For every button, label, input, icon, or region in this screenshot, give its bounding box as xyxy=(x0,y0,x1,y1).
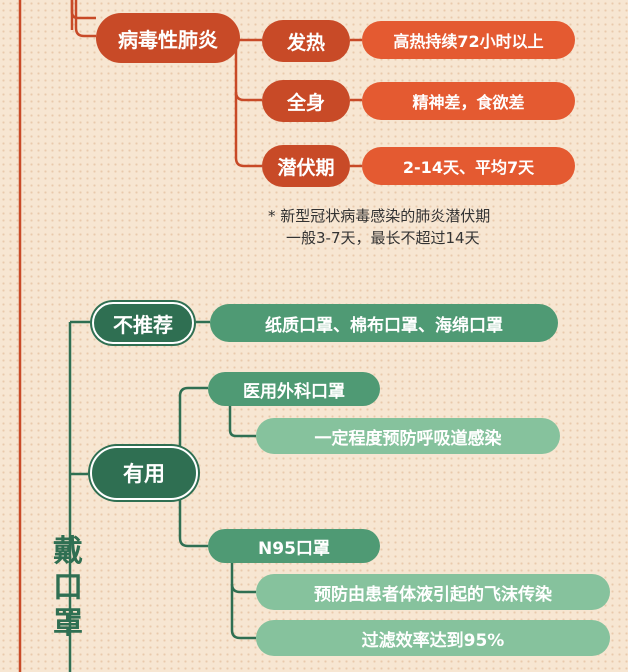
note-line-2: 一般3-7天，最长不超过14天 xyxy=(286,229,480,247)
whole-body-node: 全身 xyxy=(262,80,350,122)
not-recommended-detail: 纸质口罩、棉布口罩、海绵口罩 xyxy=(210,304,558,342)
surgical-mask-node: 医用外科口罩 xyxy=(208,372,380,406)
surgical-mask-detail: 一定程度预防呼吸道感染 xyxy=(256,418,560,454)
n95-detail-filtration: 过滤效率达到95% xyxy=(256,620,610,656)
not-recommended-node: 不推荐 xyxy=(92,302,194,344)
incubation-note: * 新型冠状病毒感染的肺炎潜伏期 一般3-7天，最长不超过14天 xyxy=(268,205,598,249)
whole-body-detail: 精神差，食欲差 xyxy=(362,82,575,120)
wear-mask-char-2: 口 xyxy=(53,570,83,605)
incubation-detail: 2-14天、平均7天 xyxy=(362,147,575,185)
wear-mask-title: 戴 口 罩 xyxy=(48,534,88,642)
n95-detail-droplet: 预防由患者体液引起的飞沫传染 xyxy=(256,574,610,610)
fever-node: 发热 xyxy=(262,20,350,62)
n95-mask-node: N95口罩 xyxy=(208,529,380,563)
wear-mask-char-3: 罩 xyxy=(53,606,83,641)
incubation-node: 潜伏期 xyxy=(262,145,350,187)
pneumonia-node: 病毒性肺炎 xyxy=(96,13,240,63)
useful-node: 有用 xyxy=(90,446,198,500)
note-line-1: * 新型冠状病毒感染的肺炎潜伏期 xyxy=(268,207,491,225)
wear-mask-char-1: 戴 xyxy=(53,534,83,569)
fever-detail: 高热持续72小时以上 xyxy=(362,21,575,59)
